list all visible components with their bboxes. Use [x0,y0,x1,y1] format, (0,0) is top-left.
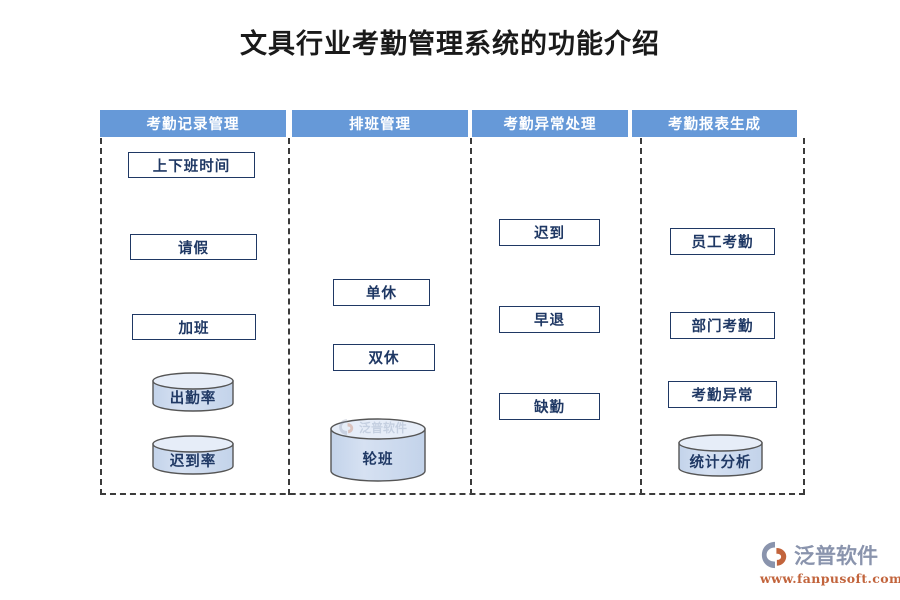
cylinder-shape [152,435,234,475]
column-header-attendance-records[interactable]: 考勤记录管理 [100,110,286,137]
column-divider-1 [288,138,290,495]
node-department-attendance[interactable]: 部门考勤 [670,312,775,339]
node-work-hours[interactable]: 上下班时间 [128,152,255,178]
node-late-rate[interactable]: 迟到率 [152,435,234,475]
functional-diagram: 考勤记录管理 排班管理 考勤异常处理 考勤报表生成 上下班时间 请假 加班 出勤… [100,110,805,495]
cylinder-shape [330,418,426,482]
node-single-day-off[interactable]: 单休 [333,279,430,306]
node-absence[interactable]: 缺勤 [499,393,600,420]
column-divider-3 [640,138,642,495]
column-header-report-generation[interactable]: 考勤报表生成 [632,110,797,137]
node-statistical-analysis[interactable]: 统计分析 [678,434,763,477]
logo-row: 泛普软件 [760,540,892,570]
node-leave-request[interactable]: 请假 [130,234,257,260]
brand-logo: 泛普软件 www.fanpusoft.com [760,540,900,588]
node-double-day-off[interactable]: 双休 [333,344,435,371]
node-rotating-shift[interactable]: 轮班 [330,418,426,482]
cylinder-shape [678,434,763,477]
cylinder-shape [152,372,234,412]
node-attendance-rate[interactable]: 出勤率 [152,372,234,412]
column-header-shift-management[interactable]: 排班管理 [292,110,468,137]
fanpu-logo-icon [761,541,787,569]
node-employee-attendance[interactable]: 员工考勤 [670,228,775,255]
page-title: 文具行业考勤管理系统的功能介绍 [240,29,660,60]
logo-url-text: www.fanpusoft.com [760,571,900,586]
column-divider-2 [470,138,472,495]
node-late-arrival[interactable]: 迟到 [499,219,600,246]
column-header-exception-handling[interactable]: 考勤异常处理 [472,110,628,137]
node-attendance-exception[interactable]: 考勤异常 [668,381,777,408]
node-early-leave[interactable]: 早退 [499,306,600,333]
diagram-frame [100,138,805,495]
node-overtime[interactable]: 加班 [132,314,256,340]
logo-brand-text: 泛普软件 [794,544,878,568]
